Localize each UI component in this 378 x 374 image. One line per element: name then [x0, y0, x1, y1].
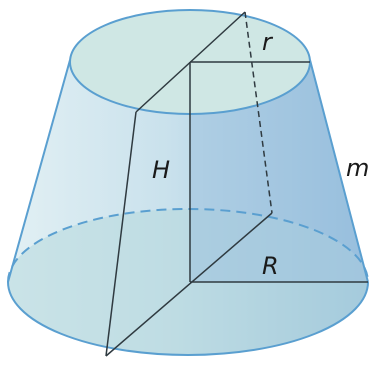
left-generator — [7, 59, 71, 283]
bottom-base-front-edge — [7, 281, 369, 356]
slant-label: m — [346, 154, 369, 182]
height-label: H — [152, 156, 170, 184]
bottom-base-back-edge — [7, 208, 369, 283]
bottom-diameter — [105, 212, 273, 357]
top-radius-label: r — [262, 28, 274, 56]
front-generator — [105, 111, 137, 357]
right-generator — [309, 59, 369, 283]
bottom-radius-label: R — [262, 252, 279, 280]
axial-section — [190, 62, 368, 282]
back-generator-hidden — [244, 11, 273, 214]
